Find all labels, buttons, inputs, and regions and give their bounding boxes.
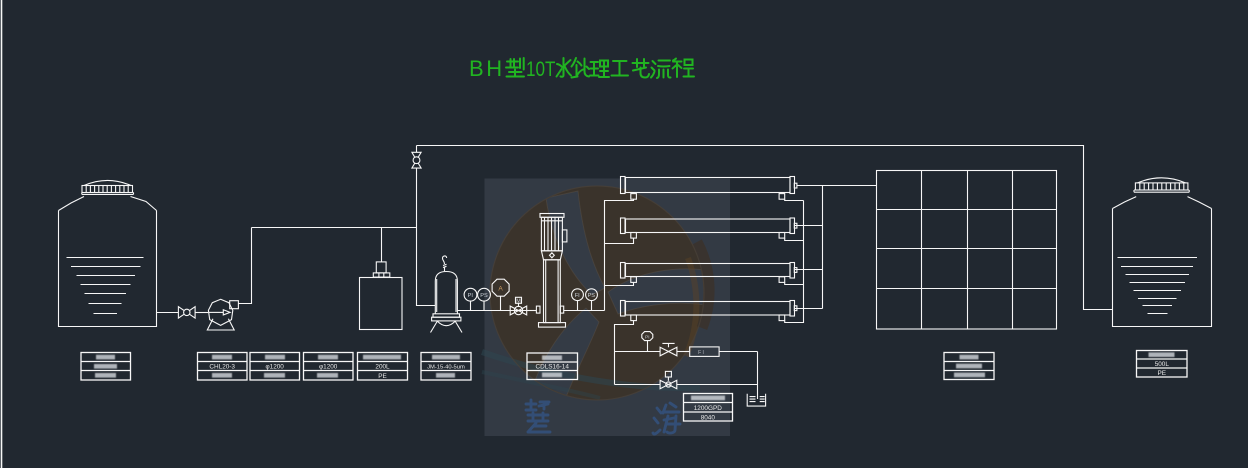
svg-text:500L: 500L — [1155, 361, 1170, 368]
svg-text:JM-15-40-5um: JM-15-40-5um — [427, 365, 465, 371]
svg-text:FI: FI — [575, 293, 580, 299]
svg-text:8040: 8040 — [701, 415, 716, 422]
svg-text:200L: 200L — [375, 364, 390, 371]
svg-text:BH: BH — [469, 56, 505, 81]
svg-text:CDLS16-14: CDLS16-14 — [535, 363, 569, 370]
svg-text:1200GPD: 1200GPD — [694, 405, 722, 412]
svg-text:PE: PE — [1158, 370, 1167, 377]
svg-text:φ1200: φ1200 — [319, 364, 338, 371]
svg-text:A: A — [498, 286, 503, 293]
svg-text:CHL20-3: CHL20-3 — [209, 364, 235, 371]
svg-text:PS: PS — [588, 293, 596, 299]
svg-text:PS: PS — [480, 293, 488, 299]
svg-text:φ1200: φ1200 — [266, 364, 285, 371]
svg-text:PI: PI — [645, 334, 649, 339]
svg-text:PI: PI — [468, 293, 474, 299]
svg-text:10T: 10T — [526, 57, 556, 81]
svg-text:PE: PE — [378, 373, 387, 380]
svg-text:M: M — [516, 299, 521, 305]
svg-text:F I: F I — [698, 350, 704, 356]
